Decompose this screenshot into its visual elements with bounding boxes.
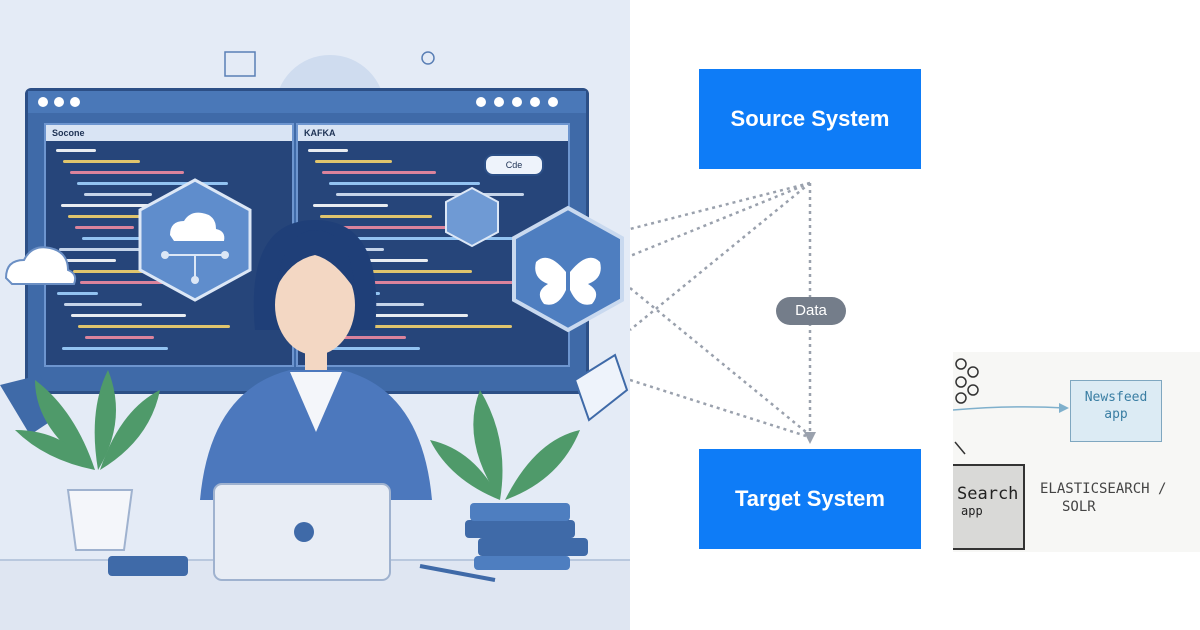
code-line	[77, 182, 228, 185]
window-dot	[494, 97, 504, 107]
code-line	[66, 259, 116, 262]
code-line	[71, 314, 186, 317]
node-cluster-icon	[955, 358, 979, 404]
code-line	[315, 160, 392, 163]
sketch-arrow	[954, 441, 966, 455]
search-label: Search	[957, 484, 1019, 504]
window-dot	[512, 97, 522, 107]
plant-right	[430, 390, 580, 500]
butterfly-icon	[535, 257, 601, 305]
dataflow-arrows	[630, 181, 816, 444]
code-line	[334, 237, 520, 240]
code-line	[322, 171, 436, 174]
newsfeed-app-box: Newsfeed app	[1070, 380, 1162, 442]
illustration-foreground	[0, 178, 629, 582]
code-line	[78, 325, 230, 328]
desk-lamp-right	[573, 353, 629, 422]
small-hexagon	[445, 186, 499, 248]
code-line	[329, 182, 480, 185]
sketch-drawing	[953, 358, 1069, 455]
target-system-label: Target System	[735, 486, 885, 511]
search-sublabel: app	[961, 504, 983, 518]
pen	[419, 564, 496, 582]
code-line	[318, 259, 428, 262]
code-line	[320, 215, 432, 218]
kafka-butterfly-hexagon	[512, 205, 624, 333]
code-line	[85, 336, 154, 339]
code-line	[330, 325, 512, 328]
code-line	[70, 171, 184, 174]
newsfeed-label: Newsfeed	[1084, 390, 1148, 405]
code-line	[82, 237, 178, 240]
sketch-arrow	[953, 406, 1066, 411]
window-dot	[476, 97, 486, 107]
es-line-1: ELASTICSEARCH /	[1040, 481, 1167, 497]
code-line	[325, 270, 472, 273]
laptop	[213, 483, 391, 581]
code-line	[336, 193, 524, 196]
code-line	[73, 270, 160, 273]
window-dot	[530, 97, 540, 107]
code-pane-left: Socone	[44, 123, 294, 367]
data-badge: Data	[776, 297, 846, 325]
es-line-2: SOLR	[1062, 499, 1096, 515]
newsfeed-sublabel: app	[1104, 407, 1128, 422]
code-line	[308, 149, 348, 152]
code-line	[64, 303, 142, 306]
code-chip: Cde	[484, 154, 544, 176]
code-line	[314, 347, 420, 350]
kafka-illustration: Socone KAFKA Cde	[0, 0, 630, 630]
dotted-connector	[630, 378, 807, 438]
arrowhead-icon	[804, 432, 816, 444]
code-line	[75, 226, 134, 229]
code-line	[84, 193, 152, 196]
search-app-box: Search app	[953, 464, 1025, 550]
target-system-box: Target System	[699, 449, 921, 549]
architecture-sketch: Newsfeed app Search app ELASTICSEARCH / …	[953, 352, 1200, 552]
bg-frame-icon	[224, 51, 256, 77]
source-system-box: Source System	[699, 69, 921, 169]
window-dot	[54, 97, 64, 107]
dotted-connector	[630, 181, 811, 258]
left-cloud-icon	[4, 246, 77, 285]
monitor-titlebar	[28, 91, 586, 113]
person-illustration	[200, 220, 432, 500]
code-line	[57, 292, 98, 295]
code-pane-right-title: KAFKA	[298, 125, 568, 141]
sketch-arrowhead-icon	[1059, 403, 1069, 413]
window-dot	[548, 97, 558, 107]
window-dot	[70, 97, 80, 107]
code-line	[61, 204, 166, 207]
bg-target-icon	[421, 51, 435, 65]
dotted-connector	[630, 287, 807, 433]
code-pane-left-title: Socone	[46, 125, 292, 141]
elasticsearch-label: ELASTICSEARCH / SOLR	[1040, 480, 1166, 516]
code-line	[63, 160, 140, 163]
source-system-label: Source System	[730, 106, 890, 131]
code-line	[80, 281, 204, 284]
plant-pot-left	[66, 489, 134, 551]
plant-left	[15, 370, 160, 470]
phone	[108, 556, 188, 576]
code-line	[59, 248, 192, 251]
dotted-connector	[630, 181, 811, 231]
code-line	[323, 314, 468, 317]
code-line	[313, 204, 388, 207]
code-line	[327, 226, 476, 229]
code-line	[337, 336, 406, 339]
code-line	[332, 281, 516, 284]
code-line	[56, 149, 96, 152]
book-stack	[465, 503, 588, 570]
code-line	[62, 347, 168, 350]
window-dot	[38, 97, 48, 107]
cloud-icon	[170, 212, 225, 241]
